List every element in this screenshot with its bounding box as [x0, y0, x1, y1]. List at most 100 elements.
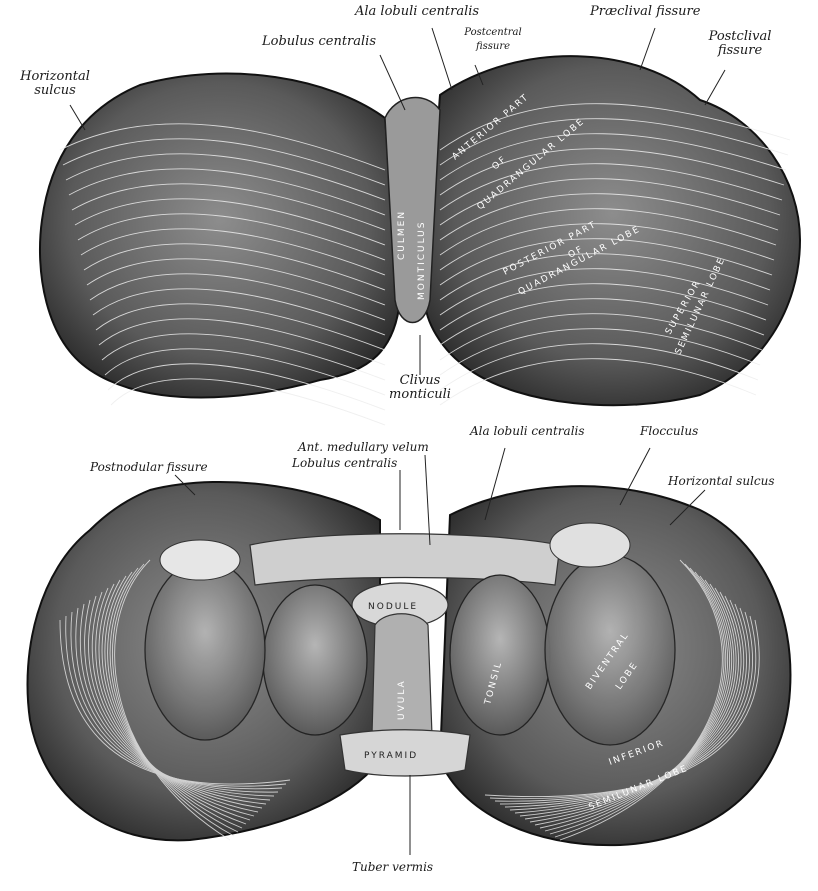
folium-line [439, 148, 785, 196]
folium-line [98, 583, 255, 817]
label-ala-lobuli-centralis-top: Ala lobuli centralis [355, 4, 480, 19]
folium-line [88, 595, 267, 805]
folium-line [114, 559, 231, 841]
left-flocculus [159, 539, 241, 581]
folium-line [95, 303, 386, 351]
label-tuber-vermis: Tuber vermis [352, 860, 434, 874]
label-postnodular-fissure: Postnodular fissure [90, 460, 208, 474]
folium-line [80, 228, 386, 276]
folium-line [83, 243, 386, 291]
uvula [371, 613, 433, 746]
folium-line [98, 318, 386, 366]
folium-line [439, 118, 789, 166]
folium-line [439, 343, 759, 391]
folium-line [504, 603, 747, 808]
pyramid [339, 729, 471, 777]
label-postcentral-fissure: Postcentral fissure [448, 26, 538, 54]
folium-line [112, 563, 235, 837]
label-postcentral-fissure-line2: fissure [475, 41, 511, 52]
folium-line [79, 603, 275, 797]
folium-line [439, 103, 791, 151]
left-biventral-lobe [144, 559, 266, 741]
right-hemisphere-superior [423, 55, 802, 407]
region-culmen: CULMEN [397, 210, 407, 260]
folium-line [104, 348, 386, 396]
label-postclival-fissure-line2: fissure [717, 43, 763, 58]
label-praeclival-fissure: Præclival fissure [590, 4, 701, 19]
folium-line [70, 611, 283, 790]
region-uvula: UVULA [397, 679, 407, 720]
label-horizontal-sulcus-top-line2: sulcus [34, 83, 76, 98]
folium-line [65, 153, 386, 201]
folium-line [77, 213, 386, 261]
folium-line [514, 595, 742, 814]
folium-line [439, 328, 761, 376]
label-lobulus-centralis-top: Lobulus centralis [262, 34, 377, 49]
label-postclival-fissure: Postclival fissure [695, 30, 785, 58]
label-ant-medullary-velum: Ant. medullary velum [298, 440, 429, 454]
folium-line [439, 283, 767, 331]
folium-line [107, 571, 243, 829]
left-hemisphere-superior [39, 72, 402, 399]
label-ala-lobuli-centralis-bottom: Ala lobuli centralis [470, 424, 585, 438]
folium-line [439, 298, 765, 346]
folium-line [534, 579, 733, 826]
label-horizontal-sulcus-top: Horizontal sulcus [10, 70, 100, 98]
folium-line [107, 363, 386, 411]
folium-line [539, 575, 730, 829]
folium-line [544, 571, 728, 832]
label-flocculus: Flocculus [640, 424, 699, 438]
folium-line [92, 288, 386, 336]
left-tonsil [262, 584, 368, 736]
right-tonsil [449, 574, 551, 736]
superior-surface-view [39, 55, 802, 426]
folium-line [439, 133, 787, 181]
region-pyramid: PYRAMID [364, 751, 418, 761]
label-lobulus-centralis-bottom: Lobulus centralis [292, 456, 398, 470]
folium-line [68, 168, 386, 216]
superior-folia-lines [59, 103, 791, 426]
folium-line [439, 178, 781, 226]
folium-line [524, 587, 737, 820]
folium-line [559, 559, 723, 841]
inferior-surface-view [26, 481, 792, 847]
label-clivus-monticuli-line1: Clivus [399, 373, 441, 388]
folium-line [101, 579, 251, 821]
label-clivus-monticuli: Clivus monticuli [370, 374, 470, 402]
folium-line [439, 268, 769, 316]
folium-line [509, 599, 745, 811]
folium-line [110, 378, 386, 426]
folium-line [484, 619, 760, 797]
label-postcentral-fissure-line1: Postcentral [464, 27, 522, 38]
folium-line [89, 273, 386, 321]
folium-line [494, 611, 753, 802]
folium-line [439, 313, 763, 361]
folium-line [439, 193, 779, 241]
folium-line [439, 163, 783, 211]
superior-vermis [384, 96, 441, 324]
folium-line [439, 208, 777, 256]
folium-line [529, 583, 735, 823]
label-clivus-monticuli-line2: monticuli [389, 387, 451, 402]
folium-line [519, 591, 739, 817]
folium-line [86, 258, 386, 306]
folium-line [91, 591, 263, 809]
folium-line [71, 183, 386, 231]
folium-line [549, 567, 727, 835]
region-nodule: NODULE [368, 602, 418, 612]
folium-line [439, 238, 773, 286]
region-monticulus: MONTICULUS [417, 221, 427, 300]
folium-line [489, 615, 757, 800]
folium-line [65, 615, 287, 787]
folium-line [554, 563, 725, 838]
folium-line [59, 619, 291, 785]
leader-lines [69, 27, 726, 855]
folium-line [439, 358, 757, 406]
medullary-velum [249, 533, 561, 586]
right-flocculus [549, 522, 631, 568]
folium-line [74, 198, 386, 246]
label-horizontal-sulcus-bottom: Horizontal sulcus [668, 474, 775, 488]
folium-line [84, 599, 271, 801]
